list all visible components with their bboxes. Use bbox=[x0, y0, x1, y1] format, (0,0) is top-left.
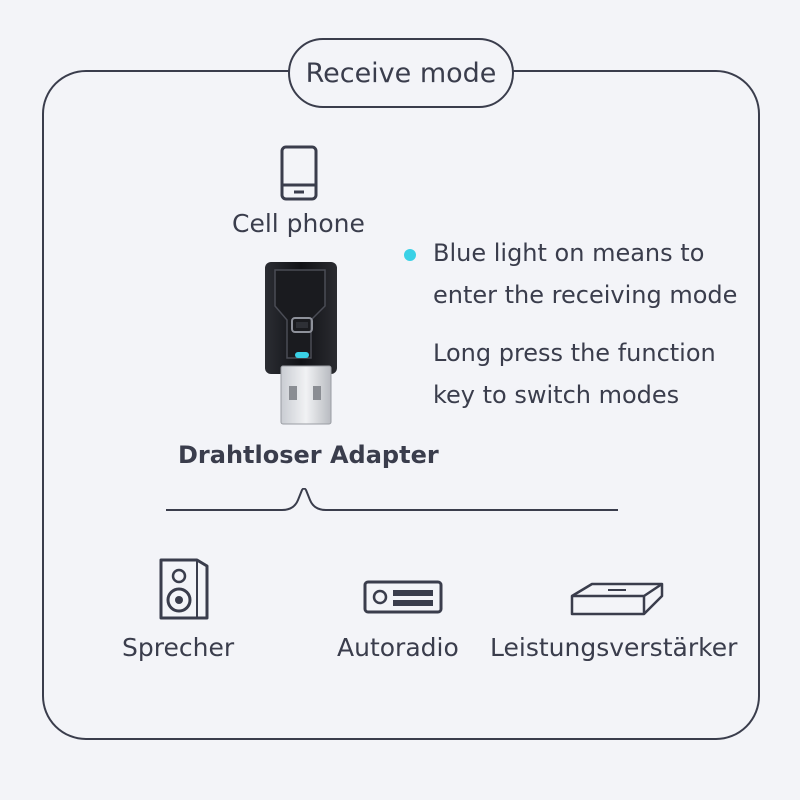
info-line-4: key to switch modes bbox=[433, 381, 680, 409]
mode-title-text: Receive mode bbox=[305, 57, 497, 89]
amplifier-icon bbox=[568, 582, 666, 618]
info-text: Blue light on means to enter the receivi… bbox=[433, 232, 737, 416]
speaker-label: Sprecher bbox=[122, 633, 235, 662]
info-line-3: Long press the function bbox=[433, 339, 716, 367]
mode-title: Receive mode bbox=[288, 38, 514, 108]
cell-phone-icon bbox=[280, 145, 320, 201]
cell-phone-label: Cell phone bbox=[232, 209, 365, 238]
info-line-1: Blue light on means to bbox=[433, 239, 705, 267]
blue-light-bullet bbox=[404, 249, 416, 261]
adapter-label: Drahtloser Adapter bbox=[178, 441, 439, 469]
car-radio-icon bbox=[363, 580, 445, 616]
speaker-icon bbox=[153, 556, 213, 620]
divider-line bbox=[166, 488, 618, 514]
amplifier-label: Leistungsverstärker bbox=[490, 633, 738, 662]
info-line-2: enter the receiving mode bbox=[433, 281, 738, 309]
usb-adapter-image bbox=[263, 262, 343, 426]
car-radio-label: Autoradio bbox=[337, 633, 459, 662]
